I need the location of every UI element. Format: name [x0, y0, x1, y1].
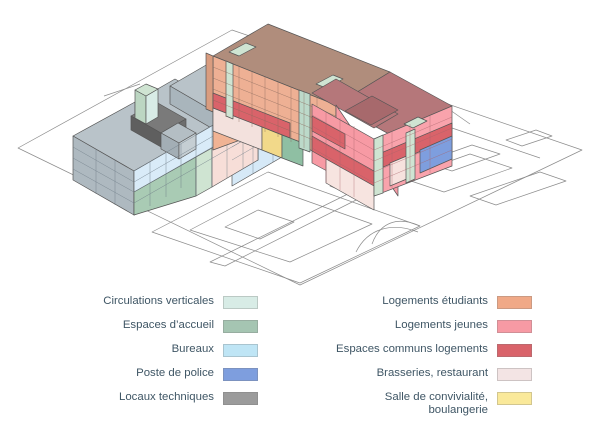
legend-item-logements-etudiants: Logements étudiants: [272, 294, 532, 318]
students-gable: [205, 52, 214, 113]
legend-label: Brasseries, restaurant: [376, 367, 488, 379]
legend-swatch-espaces-communs-logements: [497, 344, 532, 357]
plaza-inner: [189, 187, 373, 263]
legend-item-espaces-accueil: Espaces d’accueil: [68, 318, 258, 342]
students-circulation-1: [225, 60, 234, 120]
legend-item-locaux-techniques: Locaux techniques: [68, 390, 258, 414]
legend-label: Locaux techniques: [119, 391, 214, 403]
legend-swatch-brasseries-restaurant: [497, 368, 532, 381]
bed-4: [469, 171, 567, 206]
legend-item-espaces-communs-logements: Espaces communs logements: [272, 342, 532, 366]
legend-label: Bureaux: [171, 343, 214, 355]
legend-column-right: Logements étudiants Logements jeunes Esp…: [272, 294, 532, 416]
young-circulation-2: [405, 128, 416, 184]
offices-mullions-west: [72, 146, 135, 205]
axonometric-massing-diagram: [17, 23, 583, 286]
students-circulation-2: [298, 89, 311, 153]
road-curve: [371, 220, 421, 245]
plaza-core: [224, 209, 295, 240]
site-guide-w: [103, 83, 141, 97]
legend-label: Logements jeunes: [394, 319, 488, 331]
legend-label: Logements étudiants: [382, 295, 488, 307]
legend-item-bureaux: Bureaux: [68, 342, 258, 366]
legend-swatch-locaux-techniques: [223, 392, 258, 405]
legend-swatch-logements-jeunes: [497, 320, 532, 333]
legend-column-left: Circulations verticales Espaces d’accuei…: [68, 294, 258, 414]
legend-label: Espaces d’accueil: [122, 319, 214, 331]
legend-label: Poste de police: [136, 367, 214, 379]
legend-swatch-circulations-verticales: [223, 296, 258, 309]
legend-item-salle-de-convivialite-boulangerie: Salle de convivialité, boulangerie: [272, 390, 532, 416]
students-accueil: [281, 134, 304, 167]
young-circulation-1: [373, 134, 384, 197]
legend-label: Espaces communs logements: [336, 343, 488, 355]
bed-3: [505, 129, 553, 147]
legend-swatch-bureaux: [223, 344, 258, 357]
legend-swatch-poste-de-police: [223, 368, 258, 381]
students-roofcore-1: [228, 42, 257, 57]
young-notch-roof: [344, 95, 399, 126]
legend-swatch-espaces-accueil: [223, 320, 258, 333]
plaza-band: [209, 187, 373, 267]
legend-item-circulations-verticales: Circulations verticales: [68, 294, 258, 318]
building-housing: [205, 23, 453, 211]
legend-item-poste-de-police: Poste de police: [68, 366, 258, 390]
legend-label: Circulations verticales: [103, 295, 214, 307]
young-mullions: [311, 111, 453, 197]
offices-core-nw-top: [134, 83, 159, 97]
road-curve-2: [355, 227, 419, 253]
legend: Circulations verticales Espaces d’accuei…: [0, 294, 600, 420]
legend-swatch-salle-de-convivialite-boulangerie: [497, 392, 532, 405]
legend-item-brasseries-restaurant: Brasseries, restaurant: [272, 366, 532, 390]
site-guide-e: [451, 127, 541, 159]
legend-label: Salle de convivialité, boulangerie: [384, 391, 488, 416]
legend-item-logements-jeunes: Logements jeunes: [272, 318, 532, 342]
young-police: [419, 135, 453, 174]
site-parcel-outline: [17, 29, 583, 286]
legend-swatch-logements-etudiants: [497, 296, 532, 309]
